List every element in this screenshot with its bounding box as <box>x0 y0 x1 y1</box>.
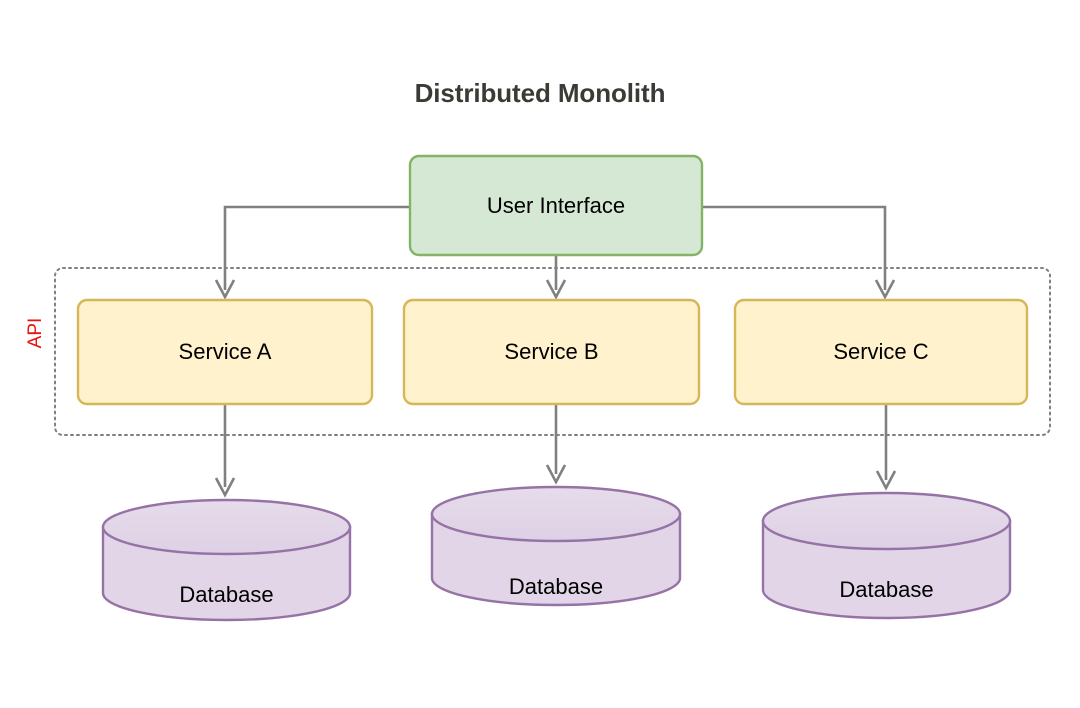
edge-ui-to-service-b <box>545 255 567 300</box>
node-service-a[interactable] <box>76 298 374 406</box>
api-boundary-label: API <box>25 317 46 349</box>
node-database-a[interactable] <box>101 498 352 622</box>
edge-ui-to-service-c <box>702 205 896 300</box>
page-title: Distributed Monolith <box>414 78 666 108</box>
node-service-b[interactable] <box>402 298 701 406</box>
edge-ui-to-service-a <box>214 205 410 300</box>
node-service-c[interactable] <box>733 298 1029 406</box>
node-database-b[interactable] <box>430 485 682 607</box>
node-user-interface[interactable] <box>408 154 704 257</box>
edge-service-a-to-database-a <box>214 404 236 498</box>
api-boundary-box <box>54 267 1051 436</box>
edge-service-b-to-database-b <box>545 404 567 485</box>
edge-service-c-to-database-c <box>875 404 897 491</box>
node-database-c[interactable] <box>761 491 1012 620</box>
